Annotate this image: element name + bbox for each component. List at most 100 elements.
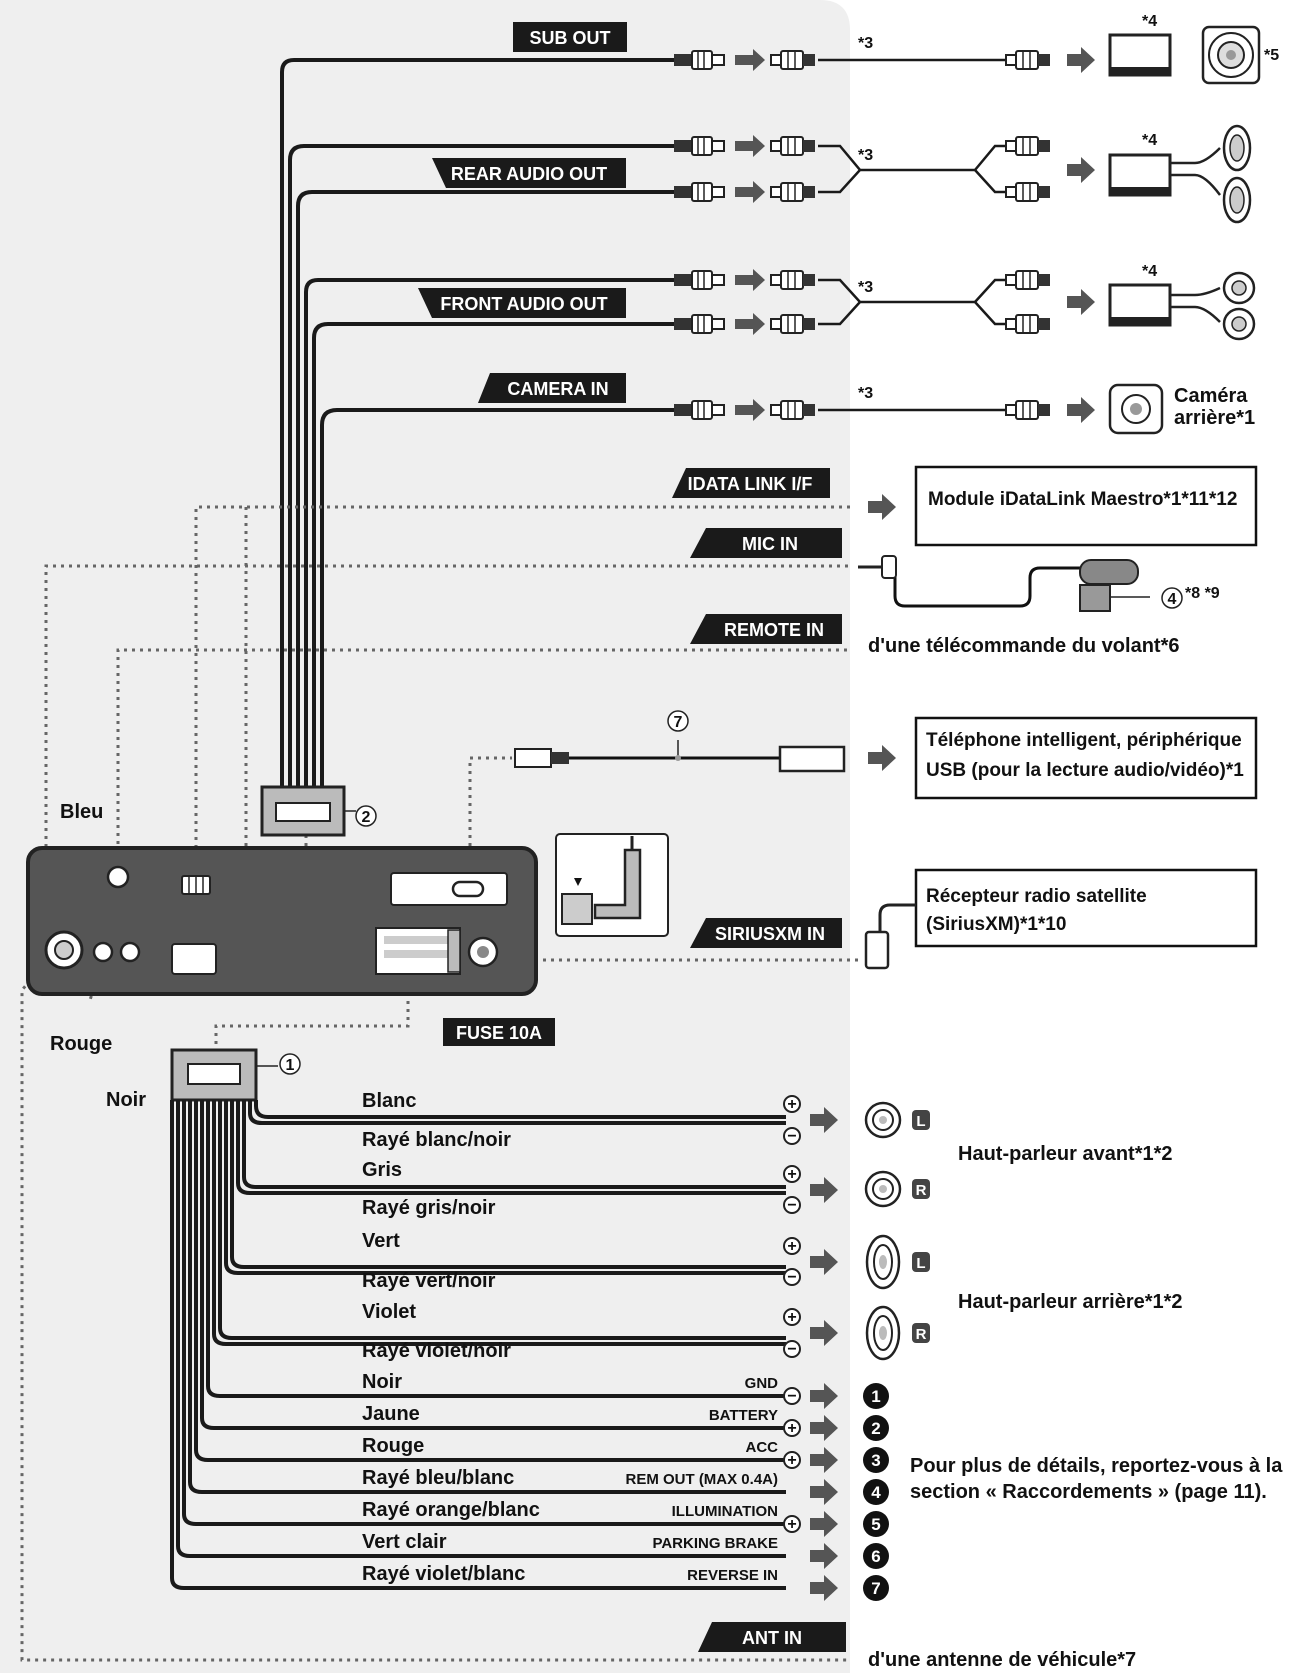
svg-text:Violet: Violet (362, 1301, 416, 1323)
tag-front-audio-out: FRONT AUDIO OUT (418, 288, 626, 318)
tag-ant-in: ANT IN (698, 1622, 846, 1652)
svg-text:(SiriusXM)*1*10: (SiriusXM)*1*10 (926, 914, 1066, 935)
svg-text:Module iDataLink Maestro*1*11*: Module iDataLink Maestro*1*11*12 (928, 489, 1237, 510)
wire-signal-label: REVERSE IN (687, 1567, 778, 1584)
svg-text:Récepteur radio satellite: Récepteur radio satellite (926, 886, 1147, 907)
svg-text:−: − (787, 1269, 796, 1286)
polarity-circle (783, 1419, 801, 1437)
svg-text:REAR AUDIO OUT: REAR AUDIO OUT (451, 164, 607, 184)
wire-arrow (810, 1383, 838, 1409)
svg-text:Téléphone intelligent, périphé: Téléphone intelligent, périphérique (926, 730, 1242, 751)
wire-number: 2 (871, 1419, 880, 1438)
svg-text:R: R (916, 1182, 927, 1199)
tag-mic-in: MIC IN (690, 528, 842, 558)
wire-arrow (810, 1511, 838, 1537)
wire-signal-label: BATTERY (709, 1407, 778, 1424)
tag-rear-audio-out: REAR AUDIO OUT (432, 158, 626, 188)
wire-number-circle (863, 1479, 889, 1505)
wire-color-label: Rouge (362, 1435, 424, 1457)
svg-text:FUSE 10A: FUSE 10A (456, 1023, 542, 1043)
svg-text:Pour plus de détails, reportez: Pour plus de détails, reportez-vous à la (910, 1455, 1283, 1477)
svg-text:L: L (916, 1255, 925, 1272)
satellite-plug (864, 903, 916, 970)
wire-number: 4 (871, 1483, 881, 1502)
usb-cable (514, 740, 846, 773)
wire-color-label: Rayé bleu/blanc (362, 1467, 514, 1489)
svg-text:section « Raccordements » (pag: section « Raccordements » (page 11). (910, 1481, 1267, 1503)
svg-text:Bleu: Bleu (60, 801, 103, 823)
extension-cables (818, 58, 1005, 412)
polarity-sign: + (787, 1452, 796, 1469)
svg-text:−: − (787, 1341, 796, 1358)
wire-signal-label: ACC (746, 1439, 779, 1456)
svg-text:REMOTE IN: REMOTE IN (724, 620, 824, 640)
tag-camera-in: CAMERA IN (478, 373, 626, 403)
lower-harness (170, 1100, 786, 1590)
tag-fuse: FUSE 10A (443, 1018, 555, 1046)
svg-text:*8 *9: *8 *9 (1185, 585, 1220, 602)
wire-signal-label: GND (745, 1375, 779, 1392)
rear-camera-icon (1108, 383, 1164, 435)
svg-text:arrière*1: arrière*1 (1174, 407, 1255, 429)
wire-color-label: Jaune (362, 1403, 420, 1425)
svg-text:+: + (787, 1309, 796, 1326)
svg-text:2: 2 (362, 809, 371, 826)
microphone-icon (858, 555, 1150, 612)
wire-number-circle (863, 1575, 889, 1601)
svg-text:Haut-parleur arrière*1*2: Haut-parleur arrière*1*2 (958, 1291, 1183, 1313)
wire-number: 1 (871, 1387, 880, 1406)
svg-text:Rayé violet/noir: Rayé violet/noir (362, 1340, 511, 1362)
svg-text:d'une antenne de véhicule*7: d'une antenne de véhicule*7 (868, 1649, 1136, 1671)
svg-text:−: − (787, 1197, 796, 1214)
polarity-circle (783, 1515, 801, 1533)
svg-text:−: − (787, 1128, 796, 1145)
front-amp-speakers (1170, 271, 1256, 341)
wire-arrow (810, 1479, 838, 1505)
svg-text:SUB OUT: SUB OUT (530, 28, 611, 48)
svg-text:4: 4 (1168, 591, 1177, 608)
polarity-sign: + (787, 1420, 796, 1437)
svg-text:*4: *4 (1142, 263, 1157, 280)
polarity-circle (783, 1451, 801, 1469)
wire-number-circle (863, 1415, 889, 1441)
svg-text:*5: *5 (1264, 47, 1279, 64)
footnote-marks: *3 *3 *3 *3 *4 *4 *4 *5 *8 *9 (858, 13, 1279, 602)
usb-arrow (868, 745, 896, 771)
svg-text:1: 1 (286, 1057, 295, 1074)
svg-text:Gris: Gris (362, 1159, 402, 1181)
rear-speakers (865, 1234, 901, 1361)
circled-4: 4 (1161, 587, 1183, 609)
amp-side-plugs (1005, 47, 1095, 423)
svg-text:SIRIUSXM IN: SIRIUSXM IN (715, 924, 825, 944)
satellite-box (914, 868, 1258, 948)
wire-color-label: Noir (362, 1371, 402, 1393)
tag-remote-in: REMOTE IN (690, 614, 842, 644)
svg-text:Caméra: Caméra (1174, 385, 1248, 407)
polarity-circle (783, 1387, 801, 1405)
lr-badges: L R L R (912, 1110, 930, 1343)
subwoofer-icon (1201, 25, 1261, 85)
wire-number-circle (863, 1383, 889, 1409)
polarity-sign: − (787, 1388, 796, 1405)
svg-text:*4: *4 (1142, 13, 1157, 30)
svg-text:+: + (787, 1166, 796, 1183)
wire-number: 5 (871, 1515, 880, 1534)
svg-text:Rayé blanc/noir: Rayé blanc/noir (362, 1129, 511, 1151)
wire-arrow (810, 1575, 838, 1601)
usb-box (914, 716, 1258, 800)
wire-number-circle (863, 1447, 889, 1473)
tag-siriusxm-in: SIRIUSXM IN (690, 918, 842, 948)
svg-text:ANT IN: ANT IN (742, 1628, 802, 1648)
wire-arrow (810, 1415, 838, 1441)
idata-arrow (868, 494, 896, 520)
svg-text:IDATA LINK I/F: IDATA LINK I/F (688, 474, 813, 494)
svg-text:Rouge: Rouge (50, 1033, 112, 1055)
speaker-wire-labels: Blanc Rayé blanc/noir Gris Rayé gris/noi… (362, 1090, 511, 1362)
svg-text:L: L (916, 1113, 925, 1130)
circled-1: 1 (279, 1053, 301, 1075)
svg-text:+: + (787, 1096, 796, 1113)
svg-text:*3: *3 (858, 147, 873, 164)
